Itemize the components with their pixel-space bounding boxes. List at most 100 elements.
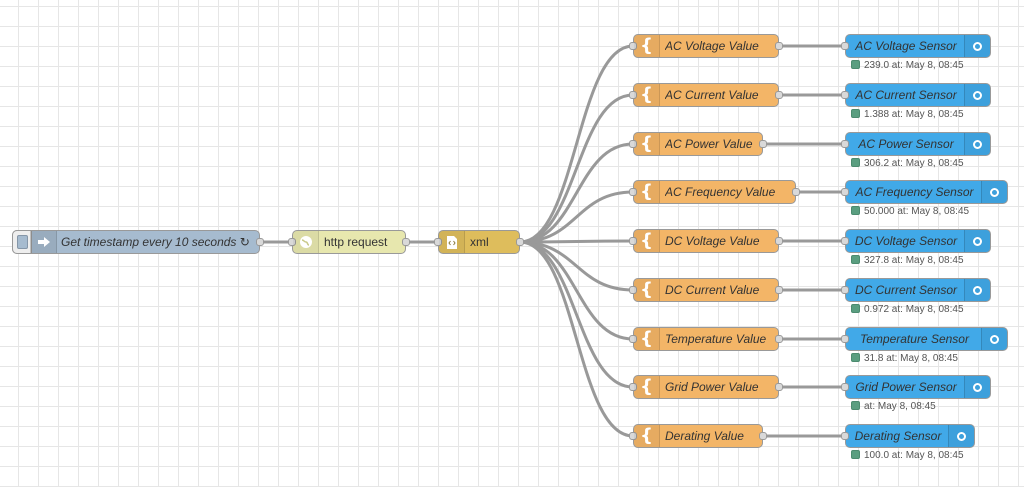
wire[interactable]	[519, 190, 634, 244]
function-label: Grid Power Value	[665, 380, 759, 394]
node-status: 31.8 at: May 8, 08:45	[851, 353, 958, 365]
input-port[interactable]	[841, 42, 849, 50]
xml-label: xml	[470, 235, 489, 249]
status-dot	[851, 255, 860, 264]
brace-icon: {	[634, 376, 660, 398]
brace-icon: {	[634, 425, 660, 447]
input-port[interactable]	[629, 237, 637, 245]
globe-icon	[293, 231, 319, 253]
input-port[interactable]	[841, 91, 849, 99]
wire[interactable]	[519, 44, 634, 244]
sensor-node[interactable]: Derating Sensor	[841, 424, 975, 448]
input-port[interactable]	[629, 432, 637, 440]
status-dot	[851, 450, 860, 459]
ring-icon	[981, 328, 1007, 350]
xml-node[interactable]: xml	[434, 230, 524, 254]
sensor-node[interactable]: Grid Power Sensor	[841, 375, 991, 399]
ring-icon	[964, 376, 990, 398]
output-port[interactable]	[775, 383, 783, 391]
status-text: 0.972 at: May 8, 08:45	[864, 304, 964, 315]
sensor-node[interactable]: AC Current Sensor	[841, 83, 991, 107]
function-node[interactable]: { Grid Power Value	[629, 375, 783, 399]
sensor-node[interactable]: AC Voltage Sensor	[841, 34, 991, 58]
output-port[interactable]	[775, 91, 783, 99]
input-port[interactable]	[629, 42, 637, 50]
input-port[interactable]	[841, 237, 849, 245]
wire[interactable]	[519, 239, 634, 244]
output-port[interactable]	[759, 140, 767, 148]
ring-icon	[964, 230, 990, 252]
brace-icon: {	[634, 84, 660, 106]
sensor-label: AC Frequency Sensor	[855, 185, 974, 199]
input-port[interactable]	[434, 238, 442, 246]
function-node[interactable]: {DC Current Value	[629, 278, 783, 302]
sensor-label: DC Current Sensor	[854, 283, 958, 297]
node-status: 100.0 at: May 8, 08:45	[851, 450, 964, 462]
input-port[interactable]	[841, 286, 849, 294]
status-dot	[851, 304, 860, 313]
output-port[interactable]	[256, 238, 264, 246]
input-port[interactable]	[629, 188, 637, 196]
function-node[interactable]: { Derating Value	[629, 424, 767, 448]
input-port[interactable]	[629, 383, 637, 391]
wire[interactable]	[519, 240, 634, 438]
input-port[interactable]	[288, 238, 296, 246]
status-text: 1.388 at: May 8, 08:45	[864, 109, 964, 120]
sensor-label: AC Voltage Sensor	[855, 39, 957, 53]
status-dot	[851, 206, 860, 215]
function-node[interactable]: {AC Current Value	[629, 83, 783, 107]
status-dot	[851, 60, 860, 69]
input-port[interactable]	[629, 140, 637, 148]
input-port[interactable]	[629, 335, 637, 343]
inject-node[interactable]: Get timestamp every 10 seconds ↻	[12, 230, 264, 254]
output-port[interactable]	[759, 432, 767, 440]
input-port[interactable]	[841, 140, 849, 148]
function-node[interactable]: {DC Voltage Value	[629, 229, 783, 253]
status-text: 31.8 at: May 8, 08:45	[864, 353, 958, 364]
input-port[interactable]	[841, 335, 849, 343]
sensor-label: Temperature Sensor	[860, 332, 969, 346]
input-port[interactable]	[841, 188, 849, 196]
output-port[interactable]	[402, 238, 410, 246]
sensor-node[interactable]: AC Frequency Sensor	[841, 180, 1008, 204]
file-code-icon	[439, 231, 465, 253]
node-status: 239.0 at: May 8, 08:45	[851, 60, 964, 72]
function-node[interactable]: {AC Frequency Value	[629, 180, 800, 204]
function-label: AC Voltage Value	[665, 39, 759, 53]
wire[interactable]	[519, 240, 634, 389]
input-port[interactable]	[841, 432, 849, 440]
status-text: 327.8 at: May 8, 08:45	[864, 255, 964, 266]
sensor-node[interactable]: DC Voltage Sensor	[841, 229, 991, 253]
input-port[interactable]	[629, 91, 637, 99]
input-port[interactable]	[841, 383, 849, 391]
input-port[interactable]	[629, 286, 637, 294]
output-port[interactable]	[775, 42, 783, 50]
ring-icon	[981, 181, 1007, 203]
wire[interactable]	[519, 240, 634, 341]
wire[interactable]	[519, 142, 634, 244]
function-node[interactable]: {Temperature Value	[629, 327, 783, 351]
output-port[interactable]	[516, 238, 524, 246]
brace-icon: {	[634, 230, 660, 252]
sensor-node[interactable]: DC Current Sensor	[841, 278, 991, 302]
function-label: Derating Value	[665, 429, 744, 443]
status-dot	[851, 109, 860, 118]
function-label: AC Power Value	[665, 137, 753, 151]
status-text: at: May 8, 08:45	[864, 401, 936, 412]
wire[interactable]	[519, 93, 634, 244]
brace-icon: {	[634, 133, 660, 155]
output-port[interactable]	[775, 237, 783, 245]
sensor-node[interactable]: AC Power Sensor	[841, 132, 991, 156]
output-port[interactable]	[775, 335, 783, 343]
inject-label: Get timestamp every 10 seconds ↻	[61, 235, 250, 249]
http-request-node[interactable]: http request	[288, 230, 410, 254]
arrow-in-icon	[30, 231, 57, 253]
function-node[interactable]: {AC Voltage Value	[629, 34, 783, 58]
output-port[interactable]	[775, 286, 783, 294]
function-node[interactable]: { AC Power Value	[629, 132, 767, 156]
output-port[interactable]	[792, 188, 800, 196]
node-status: 1.388 at: May 8, 08:45	[851, 109, 964, 121]
inject-button[interactable]	[12, 230, 32, 254]
sensor-node[interactable]: Temperature Sensor	[841, 327, 1008, 351]
node-status: at: May 8, 08:45	[851, 401, 936, 413]
